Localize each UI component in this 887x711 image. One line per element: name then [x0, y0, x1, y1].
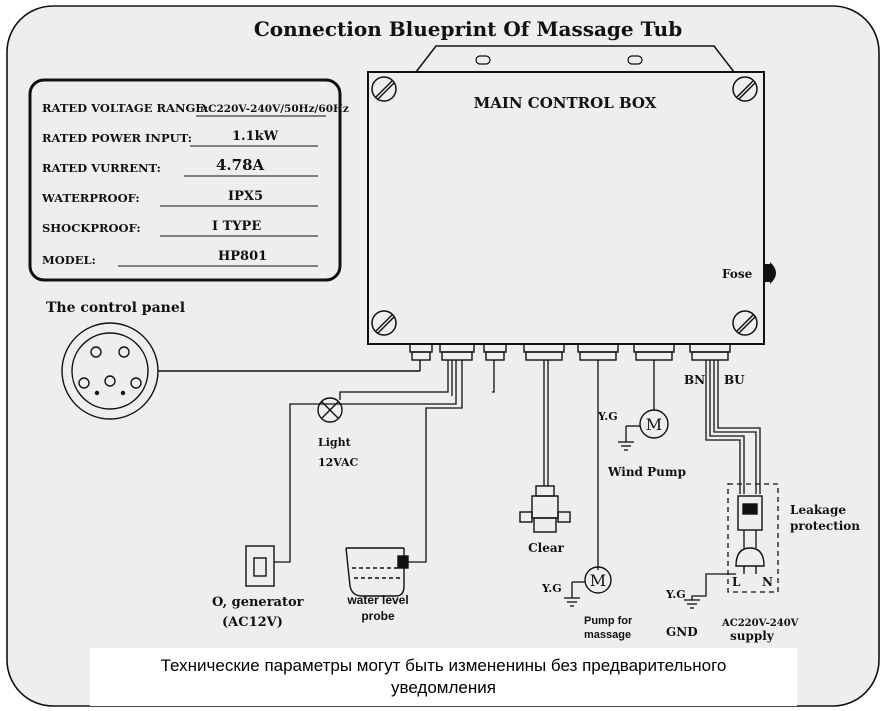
ground-icon [564, 597, 580, 607]
spec-current-value: 4.78A [216, 156, 265, 174]
screw-icon [732, 310, 758, 336]
footer-note: Технические параметры могут быть изменен… [160, 656, 727, 697]
wind-pump-label: Wind Pump [607, 465, 686, 479]
screw-icon [732, 76, 758, 102]
fuse-icon [764, 262, 776, 284]
breaker-icon [737, 495, 763, 531]
spec-shockproof-label: SHOCKPROOF: [42, 221, 141, 235]
light-label: Light [318, 436, 352, 449]
plug-n-label: N [762, 575, 773, 589]
spec-shockproof-value: I TYPE [212, 219, 261, 234]
control-box-label: MAIN CONTROL BOX [474, 94, 657, 112]
supply-voltage-label: AC220V-240V [721, 618, 799, 629]
pump-motor-icon [584, 566, 612, 594]
leakage-protection-label: protection [790, 519, 860, 533]
bn-label: BN [684, 373, 705, 387]
supply-yg-label: Y.G [665, 588, 686, 601]
spec-model-label: MODEL: [42, 253, 96, 267]
supply-label: supply [730, 629, 775, 643]
wind-pump-motor-icon [639, 409, 669, 439]
clear-filter-icon [519, 485, 571, 533]
spec-power-label: RATED POWER INPUT: [42, 131, 192, 145]
wind-pump-motor-symbol: M [646, 415, 662, 434]
ground-icon [618, 441, 634, 451]
light-bulb-icon [317, 397, 343, 423]
footer-note-box: Технические параметры могут быть изменен… [90, 648, 797, 706]
light-voltage-label: 12VAC [318, 456, 359, 469]
spec-waterproof-value: IPX5 [228, 189, 263, 204]
spec-plate [28, 78, 342, 282]
fuse-label: Fose [722, 267, 753, 281]
o2-generator-icon [245, 545, 275, 587]
screw-icon [371, 310, 397, 336]
pump-label: Pump for [584, 615, 633, 627]
o2-generator-label: O, generator [212, 595, 304, 610]
spec-current-label: RATED VURRENT: [42, 161, 161, 175]
spec-voltage-value: AC220V-240V/50Hz/60Hz [199, 103, 349, 115]
plug-l-label: L [732, 575, 741, 589]
water-level-probe-label: probe [361, 609, 395, 623]
screw-icon [371, 76, 397, 102]
control-panel-label: The control panel [46, 300, 185, 316]
diagram-frame [6, 5, 880, 707]
wind-pump-yg-label: Y.G [597, 410, 618, 423]
spec-waterproof-label: WATERPROOF: [41, 191, 140, 205]
leakage-label: Leakage [790, 503, 846, 517]
pump-massage-label: massage [584, 629, 631, 641]
spec-voltage-label: RATED VOLTAGE RANGE: [42, 101, 208, 115]
pump-motor-symbol: M [590, 571, 606, 590]
main-control-box: MAIN CONTROL BOX Fose [367, 45, 776, 345]
ground-icon [684, 599, 700, 609]
plug-icon [735, 547, 765, 574]
leakage-protection-box [727, 483, 779, 593]
diagram-title: Connection Blueprint Of Massage Tub [254, 17, 682, 41]
pump-yg-label: Y.G [541, 582, 562, 595]
clear-label: Clear [528, 541, 565, 555]
water-level-label: water level [346, 593, 408, 607]
spec-model-value: HP801 [218, 249, 267, 264]
gnd-label: GND [666, 625, 698, 639]
water-level-probe-icon [345, 547, 409, 597]
spec-power-value: 1.1kW [232, 129, 279, 144]
bu-label: BU [724, 373, 745, 387]
cable-gland-row [409, 343, 731, 361]
control-panel-icon [61, 322, 159, 420]
o2-generator-voltage: (AC12V) [222, 615, 283, 630]
